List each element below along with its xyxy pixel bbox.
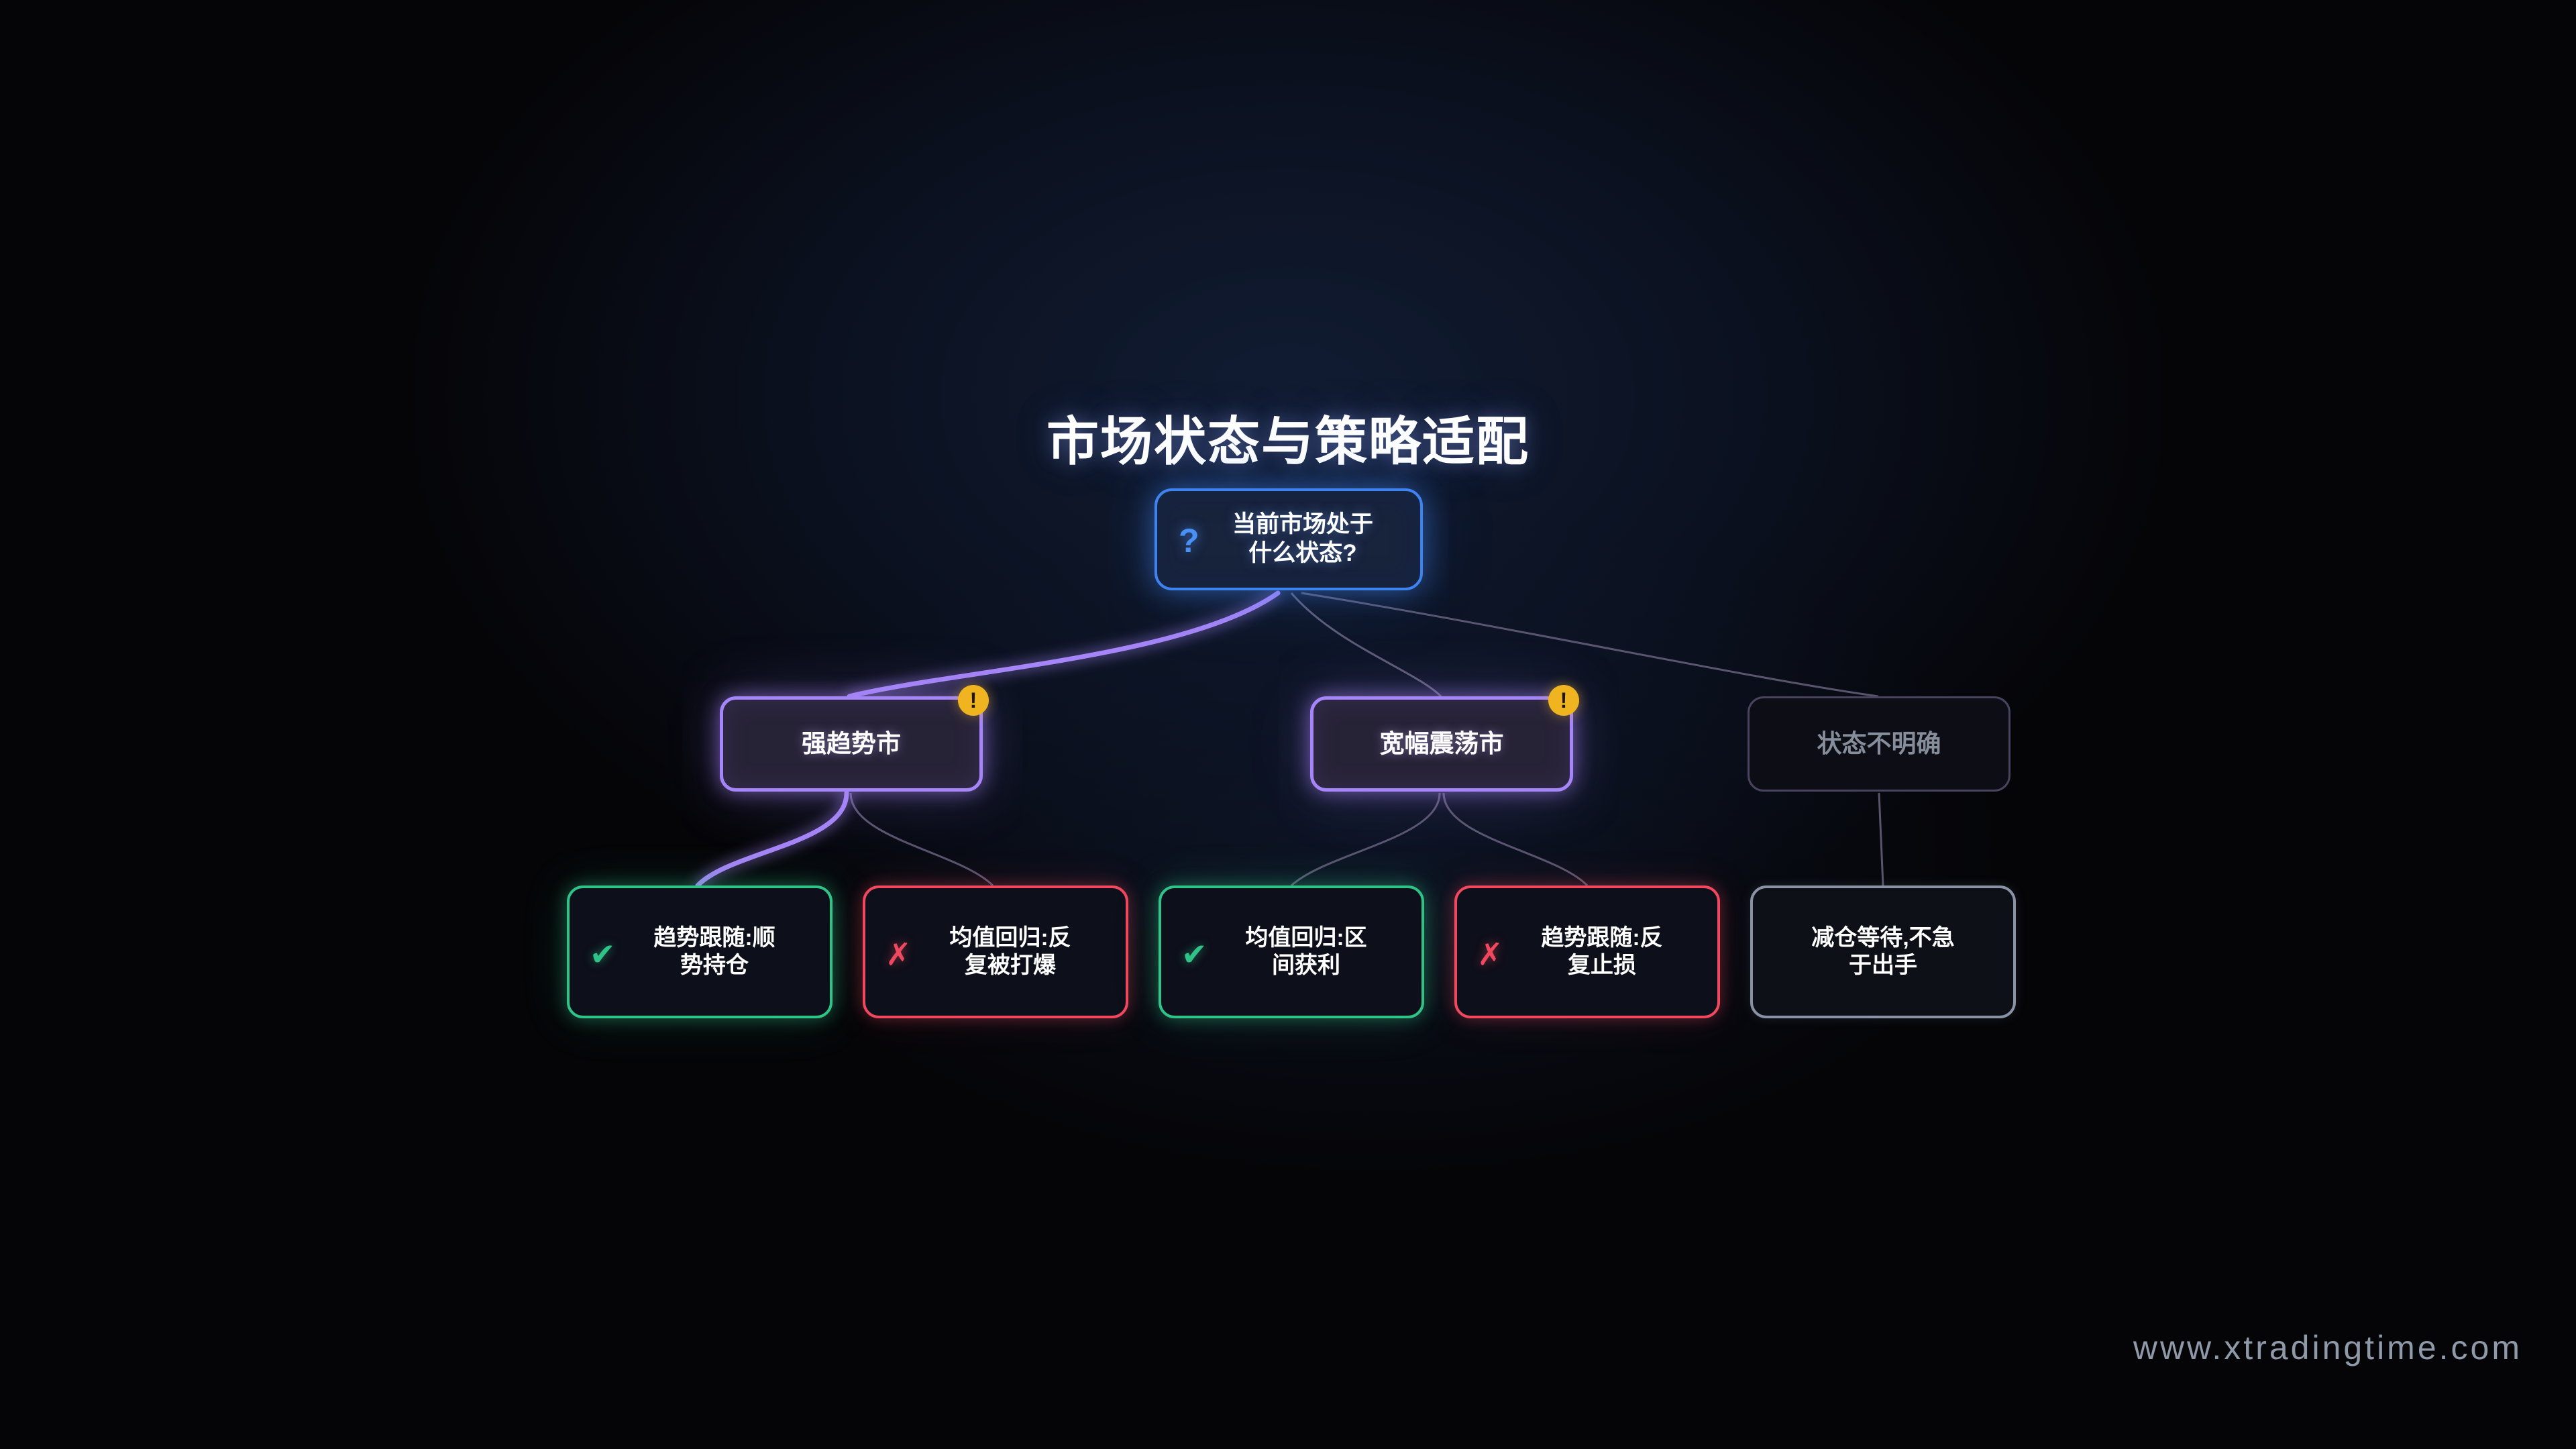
background-glow-center [416, 0, 2160, 966]
branch-node-strong-trend[interactable]: 强趋势市 ! [720, 685, 989, 792]
branch-node-label: 宽幅震荡市 [1379, 730, 1504, 758]
background-glow-lower [738, 510, 2012, 1181]
leaf-node-label: 趋势跟随:反 复止损 [1541, 924, 1663, 978]
link-root-to-unclear [1301, 592, 1879, 698]
leaf-node-label: 趋势跟随:顺 势持仓 [653, 924, 775, 978]
leaf-node-label: 减仓等待,不急 于出手 [1811, 924, 1955, 978]
link-strong-trend-to-mean-revert-blown [849, 792, 994, 887]
root-node-label: 当前市场处于 什么状态? [1232, 511, 1373, 566]
leaf-node-label: 均值回归:反 复被打爆 [949, 924, 1071, 978]
link-wide-range-to-trend-follow-stopped [1442, 792, 1589, 887]
branch-node-wide-range[interactable]: 宽幅震荡市 ! [1310, 685, 1579, 792]
cross-icon: ✗ [1477, 936, 1503, 972]
branch-node-label: 状态不明确 [1817, 730, 1941, 758]
page-title: 市场状态与策略适配 [1046, 412, 1529, 471]
leaf-node-trend-follow-stopped[interactable]: ✗ 趋势跟随:反 复止损 [1454, 885, 1720, 1018]
link-wide-range-to-mean-revert-profit [1290, 792, 1441, 887]
leaf-node-trend-follow-hold[interactable]: ✔ 趋势跟随:顺 势持仓 [567, 885, 833, 1018]
leaf-node-reduce-wait[interactable]: 减仓等待,不急 于出手 [1750, 885, 2016, 1018]
root-node[interactable]: ? 当前市场处于 什么状态? [1155, 488, 1423, 590]
branch-node-unclear[interactable]: 状态不明确 [1748, 696, 2010, 792]
check-icon: ✔ [590, 936, 616, 972]
warning-badge[interactable]: ! [1548, 685, 1579, 716]
leaf-node-label: 均值回归:区 间获利 [1245, 924, 1367, 978]
branch-node-label: 强趋势市 [802, 730, 901, 758]
link-unclear-to-reduce-wait [1878, 792, 1884, 886]
link-root-to-strong-trend-highlight [847, 590, 1281, 699]
question-mark-icon: ? [1179, 522, 1199, 559]
leaf-node-mean-revert-blown[interactable]: ✗ 均值回归:反 复被打爆 [863, 885, 1128, 1018]
check-icon: ✔ [1181, 936, 1208, 972]
warning-badge[interactable]: ! [958, 685, 989, 716]
leaf-node-mean-revert-profit[interactable]: ✔ 均值回归:区 间获利 [1159, 885, 1424, 1018]
link-strong-trend-to-trend-follow-hold-highlight [695, 790, 849, 888]
cross-icon: ✗ [885, 936, 912, 972]
watermark: www.xtradingtime.com [2133, 1329, 2522, 1366]
link-root-to-wide-range [1290, 592, 1442, 698]
